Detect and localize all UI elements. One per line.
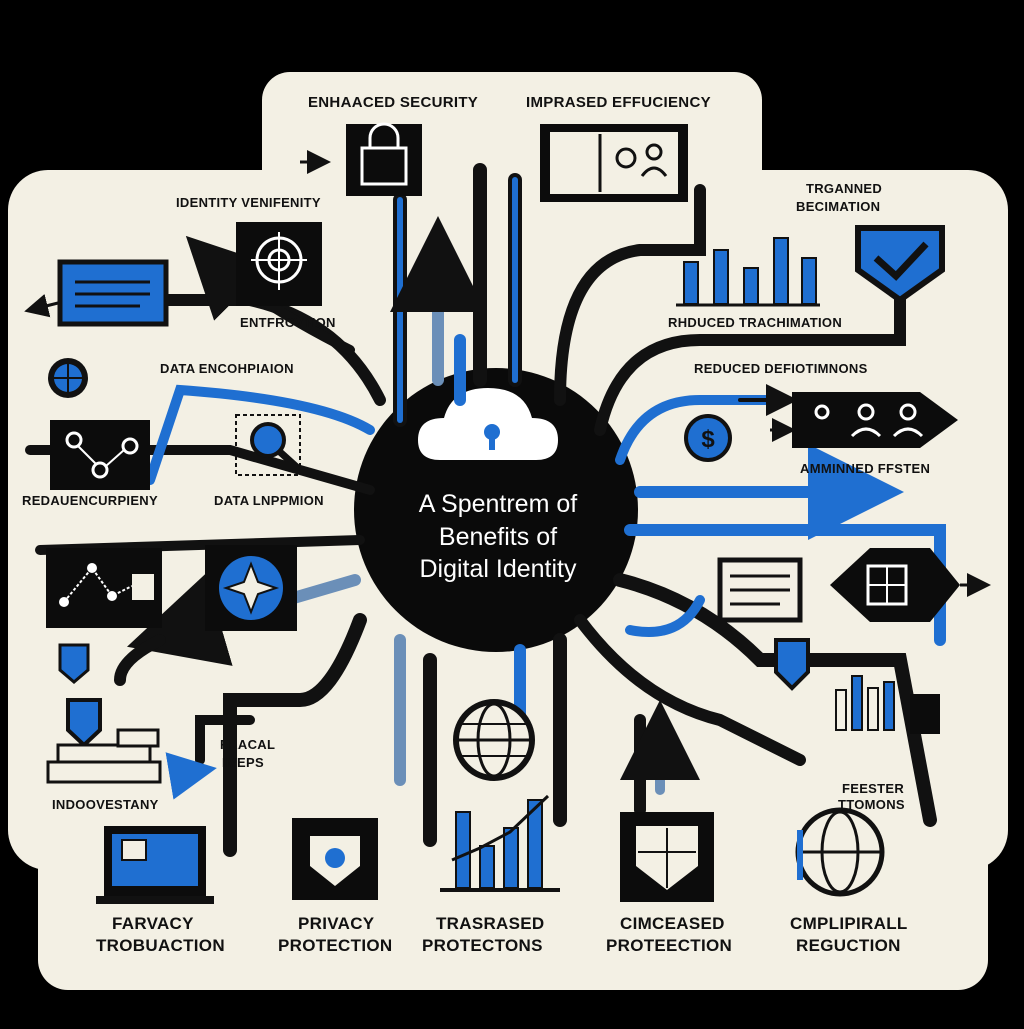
- label-entrevction: ENTFRCVTION: [240, 315, 336, 330]
- mini-bar-icon: [835, 675, 940, 734]
- network-icon: [50, 420, 150, 490]
- label-trobuaction: TROBUACTION: [96, 936, 225, 955]
- cloud-lock-icon: [418, 388, 558, 460]
- label-reguction: REGUCTION: [796, 936, 901, 955]
- label-cmplipirall: CMPLIPIRALL: [790, 914, 908, 933]
- shield-icon: [58, 638, 810, 748]
- label-farvacy: FARVACY: [112, 914, 194, 933]
- label-protecetion: PROTEECTION: [606, 936, 733, 955]
- center-title-line-1: A Spentrem of: [418, 490, 578, 518]
- profile-card-icon: [540, 124, 688, 202]
- globe-shield-icon: [620, 812, 714, 902]
- label-feester: FEESTER: [842, 781, 905, 796]
- coin-icon: $: [684, 414, 732, 462]
- center-title: A Spentrem of Benefits of Digital Identi…: [378, 488, 618, 586]
- coin-stack-icon: [46, 728, 162, 784]
- laptop-icon: [96, 826, 214, 904]
- label-data-inppmion: DATA LNPPMION: [214, 493, 324, 508]
- small-network-icon: [46, 548, 162, 628]
- connector-pipes: [25, 163, 946, 857]
- svg-text:$: $: [701, 426, 715, 453]
- label-reduced-trachimation: RHDUCED TRACHIMATION: [668, 315, 843, 330]
- label-identity-verification: IDENTITY VENIFENITY: [176, 195, 321, 210]
- label-privacy: PRIVACY: [298, 914, 375, 933]
- magnifier-icon: [235, 414, 303, 476]
- label-becimation: BECIMATION: [796, 199, 881, 214]
- label-fracal: FRACAL: [220, 737, 276, 752]
- growth-chart-icon: [440, 794, 560, 892]
- center-title-line-3: Digital Identity: [419, 555, 577, 583]
- label-ammined-festen: AMMINNED FFSTEN: [800, 461, 931, 476]
- globe-icon-center: [453, 699, 535, 781]
- label-trasrased: TRASRASED: [436, 914, 545, 933]
- diamond-network-icon: [830, 548, 960, 622]
- label-data-encryption: DATA ENCOHPIAION: [160, 361, 294, 376]
- label-improved-efficiency: IMPRASED EFFUCIENCY: [526, 94, 711, 111]
- label-redauencurpieny: REDAUENCURPIENY: [22, 493, 158, 508]
- flower-icon: [205, 545, 297, 631]
- globe-icon: [48, 358, 88, 398]
- privacy-shield-icon: [292, 818, 378, 900]
- label-cimceased: CIMCEASED: [620, 914, 725, 933]
- lock-icon: [346, 122, 422, 196]
- people-icon: [792, 392, 958, 448]
- label-trganned: TRGANNED: [806, 181, 883, 196]
- label-protectons: PROTECTONS: [422, 936, 543, 955]
- shield-check-icon: [855, 225, 945, 304]
- label-enhanced-security: ENHAACED SECURITY: [308, 94, 479, 111]
- target-icon: [236, 222, 322, 306]
- label-indoovestany: INDOOVESTANY: [52, 797, 159, 812]
- document-icon: [717, 557, 803, 623]
- bar-chart-icon: [676, 237, 820, 307]
- globe-icon-right: [795, 807, 885, 897]
- center-title-line-2: Benefits of: [438, 522, 558, 551]
- label-protection: PROTECTION: [278, 936, 393, 955]
- label-ttomons: TTOMONS: [838, 797, 905, 812]
- monitor-icon: [57, 259, 169, 327]
- label-reduced-defiotimons: REDUCED DEFIOTIMNONS: [694, 361, 868, 376]
- label-imeps: IMEPS: [222, 755, 264, 770]
